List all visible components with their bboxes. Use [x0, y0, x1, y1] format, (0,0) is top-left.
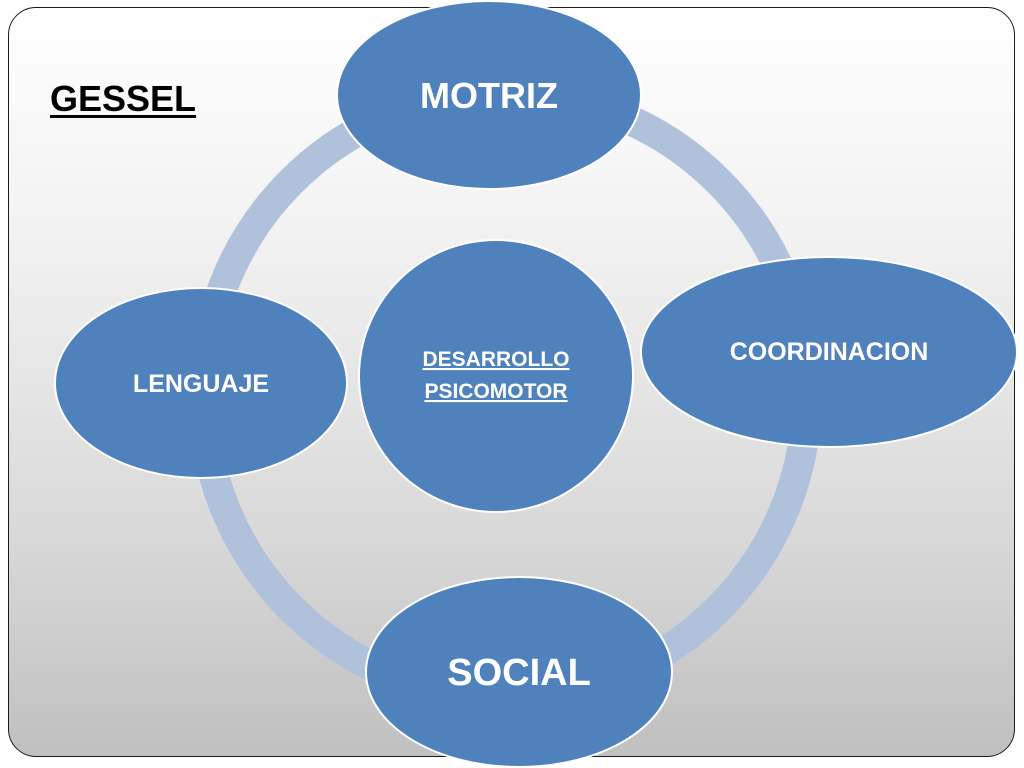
node-motriz-label: MOTRIZ	[420, 75, 558, 116]
node-center-label-line1: DESARROLLO	[423, 348, 570, 371]
node-lenguaje-label: LENGUAJE	[133, 370, 269, 398]
node-social-label: SOCIAL	[447, 652, 591, 694]
node-social-shape	[365, 576, 673, 768]
node-coordinacion-shape	[640, 256, 1018, 448]
node-center-label-line2: PSICOMOTOR	[424, 380, 567, 403]
node-social: SOCIAL	[365, 576, 673, 768]
node-lenguaje: LENGUAJE	[54, 287, 348, 479]
node-center: DESARROLLO PSICOMOTOR	[358, 239, 634, 513]
node-coordinacion-label: COORDINACION	[730, 338, 929, 366]
node-motriz: MOTRIZ	[336, 0, 642, 190]
page-title: GESSEL	[50, 78, 197, 119]
node-coordinacion: COORDINACION	[640, 256, 1018, 448]
node-center-shape	[358, 239, 634, 513]
node-lenguaje-shape	[54, 287, 348, 479]
node-motriz-shape	[336, 0, 642, 190]
